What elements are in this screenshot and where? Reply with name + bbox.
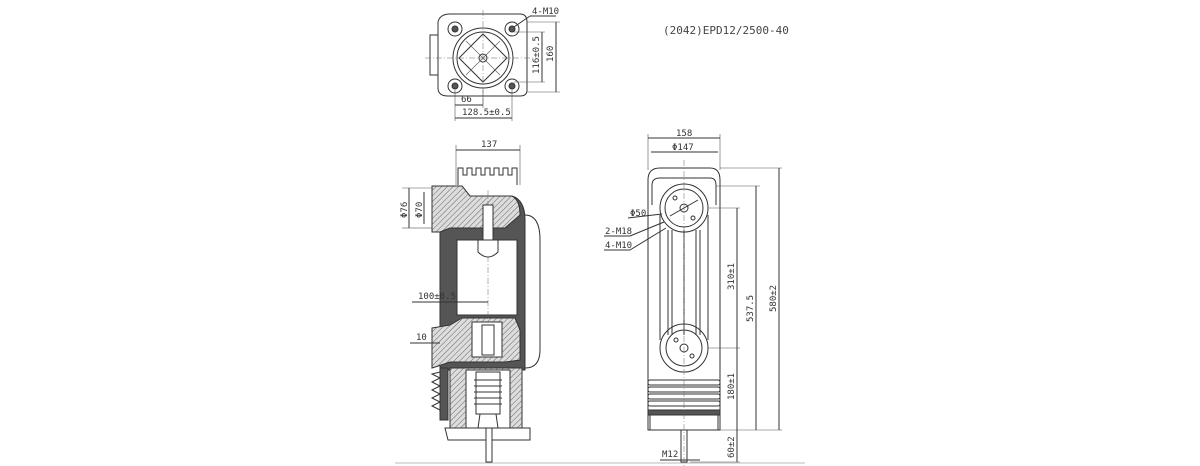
label-dia-50: Φ50 — [630, 209, 646, 219]
dim-158: 158 — [676, 129, 692, 139]
dim-66: 66 — [461, 95, 472, 105]
label-m12: M12 — [662, 450, 678, 460]
dim-116: 116±0.5 — [532, 36, 542, 74]
dim-180: 180±1 — [727, 373, 737, 400]
bolt-label: 4-M10 — [532, 7, 559, 17]
dim-dia-147: Φ147 — [672, 143, 694, 153]
dim-310: 310±1 — [727, 263, 737, 290]
drawing-title: (2042)EPD12/2500-40 — [663, 24, 789, 37]
dim-dia-76: Φ76 — [400, 202, 410, 218]
dim-dia-70: Φ70 — [415, 202, 425, 218]
dim-10: 10 — [416, 333, 427, 343]
dim-580: 580±2 — [769, 285, 779, 312]
dim-537-5: 537.5 — [746, 295, 756, 322]
dim-128-5: 128.5±0.5 — [462, 108, 511, 118]
dim-60: 60±2 — [727, 436, 737, 458]
label-4-m10: 4-M10 — [605, 241, 632, 251]
front-view: 158 Φ147 Φ50 2-M18 4-M10 — [604, 129, 782, 466]
dim-137: 137 — [481, 140, 497, 150]
dim-100: 100±0.5 — [418, 292, 456, 302]
section-view: 137 Φ76 Φ70 100±0.5 10 — [400, 140, 541, 463]
label-2-m18: 2-M18 — [605, 227, 632, 237]
dim-160: 160 — [546, 46, 556, 62]
top-view: 4-M10 160 116±0.5 66 128.5±0.5 — [425, 7, 560, 121]
